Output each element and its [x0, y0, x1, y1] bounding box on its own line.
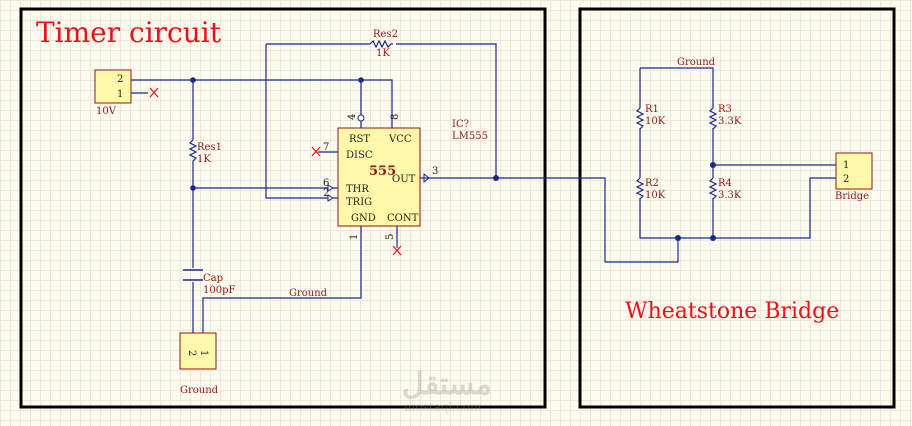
ic-designator: IC?: [452, 119, 469, 130]
bridge-wires: [639, 67, 836, 239]
ic-pinnum-4: 4: [347, 114, 358, 120]
ic-pinnum-5: 5: [385, 234, 396, 240]
res2-resistor[interactable]: Res2 1K: [369, 29, 398, 59]
cap-capacitor[interactable]: Cap 100pF: [183, 269, 235, 296]
r3-resistor[interactable]: R3 3.3K: [708, 104, 742, 130]
rst-bubble-icon: [357, 114, 365, 122]
r1-resistor[interactable]: R1 10K: [635, 104, 666, 130]
r3-name: R3: [718, 104, 732, 115]
ic-pin-gnd: GND: [351, 213, 376, 224]
bridge-pin-bottom: 2: [843, 174, 849, 185]
res2-name: Res2: [373, 29, 398, 40]
bridge-connector-label: Bridge: [835, 191, 869, 202]
ic-555[interactable]: 555 RST VCC DISC OUT THR TRIG GND CONT I…: [311, 110, 488, 256]
r2-name: R2: [645, 178, 659, 189]
no-connect-icon: [149, 87, 159, 98]
junction-dot: [190, 77, 196, 83]
res1-value: 1K: [197, 154, 211, 165]
cap-value: 100pF: [203, 285, 235, 296]
ic-pinnum-3: 3: [432, 166, 438, 177]
ic-center-label: 555: [369, 164, 396, 179]
res1-resistor[interactable]: Res1 1K: [188, 139, 222, 170]
r3-value: 3.3K: [718, 116, 742, 127]
ic-pin-rst: RST: [349, 134, 370, 145]
power-pin-top: 2: [117, 74, 123, 85]
cap-name: Cap: [203, 273, 223, 284]
r1-value: 10K: [645, 116, 666, 127]
no-connect-icon: [392, 245, 402, 256]
ic-pin-trig: TRIG: [346, 197, 372, 208]
watermark-arabic: مستقل: [402, 367, 492, 402]
input-arrow-icon: [327, 184, 334, 192]
r4-value: 3.3K: [718, 190, 742, 201]
timer-ground-net-label: Ground: [289, 288, 328, 299]
r4-resistor[interactable]: R4 3.3K: [708, 177, 742, 201]
junction-dot: [358, 77, 364, 83]
ic-pinnum-2: 2: [323, 188, 329, 199]
bridge-sheet-frame: [578, 7, 896, 409]
ic-pinnum-1: 1: [349, 234, 360, 240]
input-arrow-icon: [327, 194, 334, 202]
bridge-title: Wheatstone Bridge: [625, 299, 839, 324]
timer-title: Timer circuit: [36, 16, 222, 49]
power-pin-bottom: 1: [117, 89, 123, 100]
power-connector[interactable]: 2 1 10V: [94, 69, 159, 117]
ground-connector-label: Ground: [180, 385, 219, 396]
res2-value: 1K: [376, 48, 390, 59]
ground-pin-right: 1: [198, 350, 209, 356]
ground-connector[interactable]: 2 1 Ground: [179, 332, 219, 396]
r1-name: R1: [645, 104, 659, 115]
ic-pin-thr: THR: [346, 184, 369, 195]
bridge-pin-top: 1: [843, 160, 849, 171]
ic-pin-out: OUT: [392, 174, 416, 185]
ic-part: LM555: [452, 131, 488, 142]
bridge-ground-net-label: Ground: [677, 57, 716, 68]
ic-pin-disc: DISC: [346, 150, 373, 161]
res1-name: Res1: [197, 142, 222, 153]
ic-pin-vcc: VCC: [388, 134, 412, 145]
r2-value: 10K: [645, 190, 666, 201]
timer-sheet-frame: [19, 7, 547, 409]
ground-pin-left: 2: [186, 350, 197, 356]
junction-dot: [190, 185, 196, 191]
ic-pinnum-7: 7: [323, 142, 329, 153]
watermark-latin: mostaql.com: [404, 400, 482, 414]
watermark: مستقل mostaql.com: [402, 367, 492, 414]
ic-pinnum-8: 8: [390, 114, 401, 120]
bridge-connector[interactable]: 1 2 Bridge: [835, 152, 873, 202]
r2-resistor[interactable]: R2 10K: [635, 177, 666, 201]
no-connect-icon: [311, 146, 321, 157]
ic-pinnum-6: 6: [323, 178, 329, 189]
junction-dot: [493, 175, 499, 181]
r4-name: R4: [718, 178, 732, 189]
ic-pin-cont: CONT: [387, 213, 419, 224]
output-arrow-icon: [423, 172, 430, 184]
power-label: 10V: [96, 106, 117, 117]
